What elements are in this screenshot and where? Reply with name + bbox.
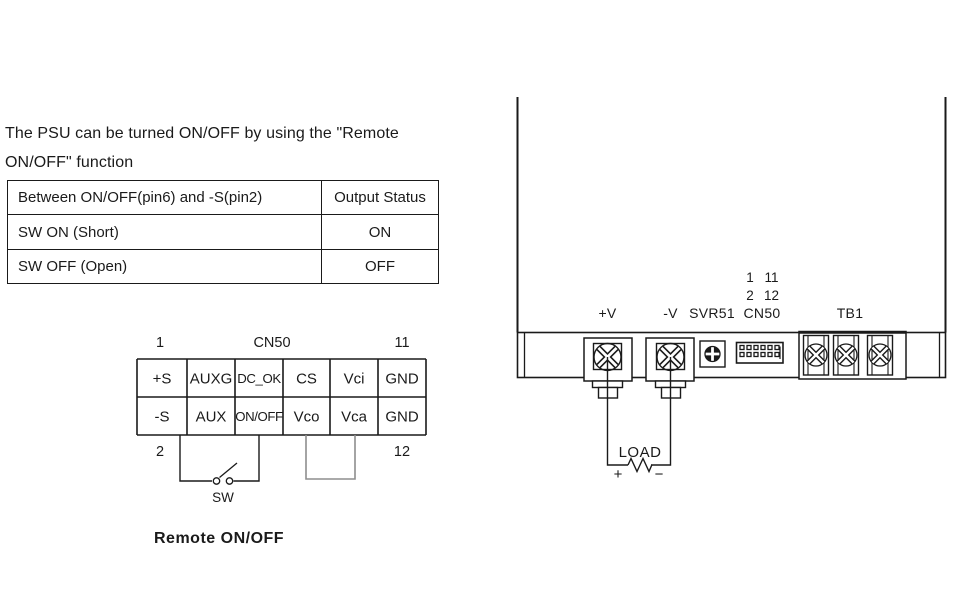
label-tb1: TB1 bbox=[837, 305, 864, 321]
pinout-cell: Vci bbox=[344, 371, 365, 388]
pinout-cell: GND bbox=[385, 371, 419, 388]
pinout-cell: Vco bbox=[294, 409, 320, 426]
switch-label: SW bbox=[212, 490, 234, 505]
status-header-output: Output Status bbox=[321, 179, 439, 216]
cn50-pin-num-12: 12 bbox=[764, 288, 779, 303]
switch-contact bbox=[212, 477, 221, 485]
cn50-pin-num-11: 11 bbox=[764, 270, 778, 285]
pinout-grid bbox=[136, 358, 427, 436]
trimmer-svr51 bbox=[699, 340, 726, 368]
pinout-cell: -S bbox=[155, 409, 170, 426]
table-row: SW OFF (Open) OFF bbox=[7, 248, 439, 285]
terminal-block-tb1 bbox=[798, 330, 907, 380]
remote-onoff-status-table: Between ON/OFF(pin6) and -S(pin2) Output… bbox=[7, 179, 439, 285]
psu-rear-panel-diagram: +V -V SVR51 CN50 TB1 1 11 2 12 bbox=[516, 97, 947, 399]
pinout-cell: AUXG bbox=[190, 371, 233, 388]
pinout-cell: AUX bbox=[196, 409, 227, 426]
load-minus-label: − bbox=[655, 466, 664, 483]
table-row: SW ON (Short) ON bbox=[7, 214, 439, 250]
wire-s-minus bbox=[179, 435, 212, 482]
pin-number-1: 1 bbox=[156, 335, 164, 351]
load-wires bbox=[606, 357, 672, 466]
label-svr51: SVR51 bbox=[689, 305, 735, 321]
pinout-cell: Vca bbox=[341, 409, 368, 426]
status-cell-condition: SW ON (Short) bbox=[7, 214, 322, 250]
pinout-cell: DC_OK bbox=[237, 371, 281, 386]
intro-line-1: The PSU can be turned ON/OFF by using th… bbox=[5, 125, 399, 142]
status-header-condition: Between ON/OFF(pin6) and -S(pin2) bbox=[7, 179, 322, 216]
intro-text: The PSU can be turned ON/OFF by using th… bbox=[5, 119, 465, 177]
status-cell-condition: SW OFF (Open) bbox=[7, 248, 322, 285]
load-plus-label: + bbox=[614, 466, 623, 483]
wire-onoff bbox=[233, 435, 260, 482]
intro-line-2: ON/OFF" function bbox=[5, 154, 134, 171]
terminal-strip-end-walls bbox=[523, 332, 941, 378]
connector-pins bbox=[739, 344, 780, 358]
pin-number-12: 12 bbox=[394, 444, 410, 460]
switch-contact bbox=[225, 477, 234, 485]
cn50-pin-num-2: 2 bbox=[746, 288, 754, 303]
load-wiring: LOAD + − bbox=[606, 357, 672, 483]
pinout-cell: GND bbox=[385, 409, 419, 426]
pinout-cell: +S bbox=[153, 371, 172, 388]
connector-title: CN50 bbox=[253, 335, 290, 351]
table-header-row: Between ON/OFF(pin6) and -S(pin2) Output… bbox=[7, 179, 439, 216]
pinout-cell: CS bbox=[296, 371, 317, 388]
resistor-icon bbox=[627, 456, 653, 474]
label-v-minus: -V bbox=[663, 305, 678, 321]
label-v-plus: +V bbox=[598, 305, 616, 321]
pinout-cell: ON/OFF bbox=[235, 409, 283, 424]
psu-body-outline bbox=[516, 97, 947, 333]
status-cell-output: ON bbox=[321, 214, 439, 250]
label-cn50: CN50 bbox=[744, 305, 781, 321]
connector-cn50 bbox=[735, 341, 784, 364]
switch-lever bbox=[219, 462, 238, 479]
diagram-caption: Remote ON/OFF bbox=[154, 530, 284, 547]
cn50-pin-num-1: 1 bbox=[746, 270, 754, 285]
load-label: LOAD bbox=[619, 444, 662, 461]
remote-switch-wiring: SW Remote ON/OFF bbox=[154, 435, 356, 547]
status-cell-output: OFF bbox=[321, 248, 439, 285]
pin-number-2: 2 bbox=[156, 444, 164, 460]
wire-vco-vca-link bbox=[305, 435, 356, 480]
cn50-pinout-diagram: 1 CN50 11 2 12 +S AUXG DC_OK CS Vci GND … bbox=[136, 335, 427, 460]
pin-number-11: 11 bbox=[394, 335, 409, 351]
screw-slot-icon bbox=[806, 345, 890, 365]
